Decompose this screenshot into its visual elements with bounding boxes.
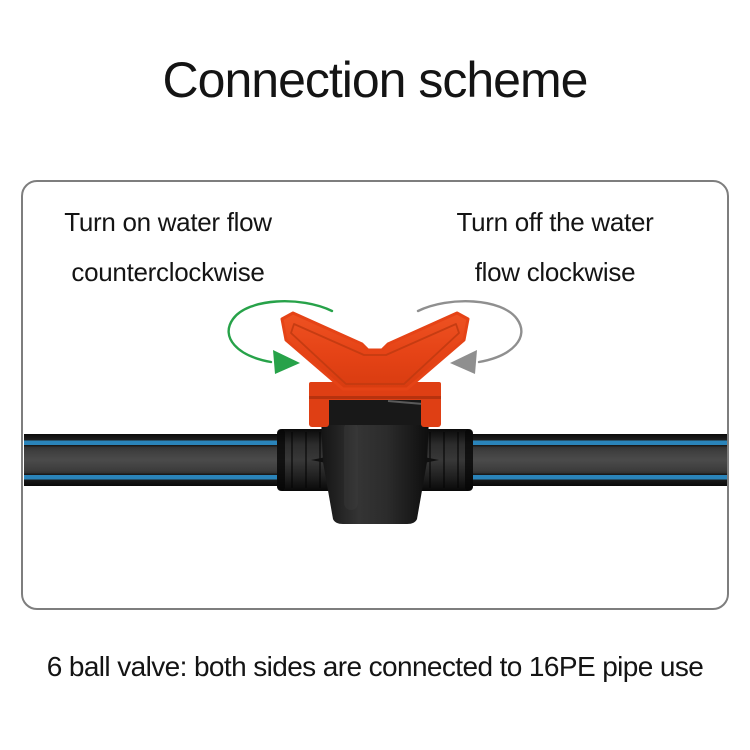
close-direction-line1: Turn off the water: [456, 207, 654, 237]
caption: 6 ball valve: both sides are connected t…: [46, 651, 704, 682]
close-direction-line2: flow clockwise: [474, 257, 636, 287]
diagram-panel: [21, 180, 729, 610]
open-direction-line1: Turn on water flow: [64, 207, 272, 237]
counterclockwise-arrow-icon: [227, 300, 334, 374]
valve-handle: [280, 311, 470, 391]
open-direction-line2: counterclockwise: [71, 257, 265, 287]
close-direction-label: Turn off the water flow clockwise: [409, 197, 701, 297]
ball-valve: [277, 311, 473, 524]
open-direction-label: Turn on water flow counterclockwise: [22, 197, 314, 297]
clockwise-arrow-icon: [416, 300, 523, 374]
valve-body: [321, 392, 429, 524]
page-title: Connection scheme: [162, 52, 589, 108]
